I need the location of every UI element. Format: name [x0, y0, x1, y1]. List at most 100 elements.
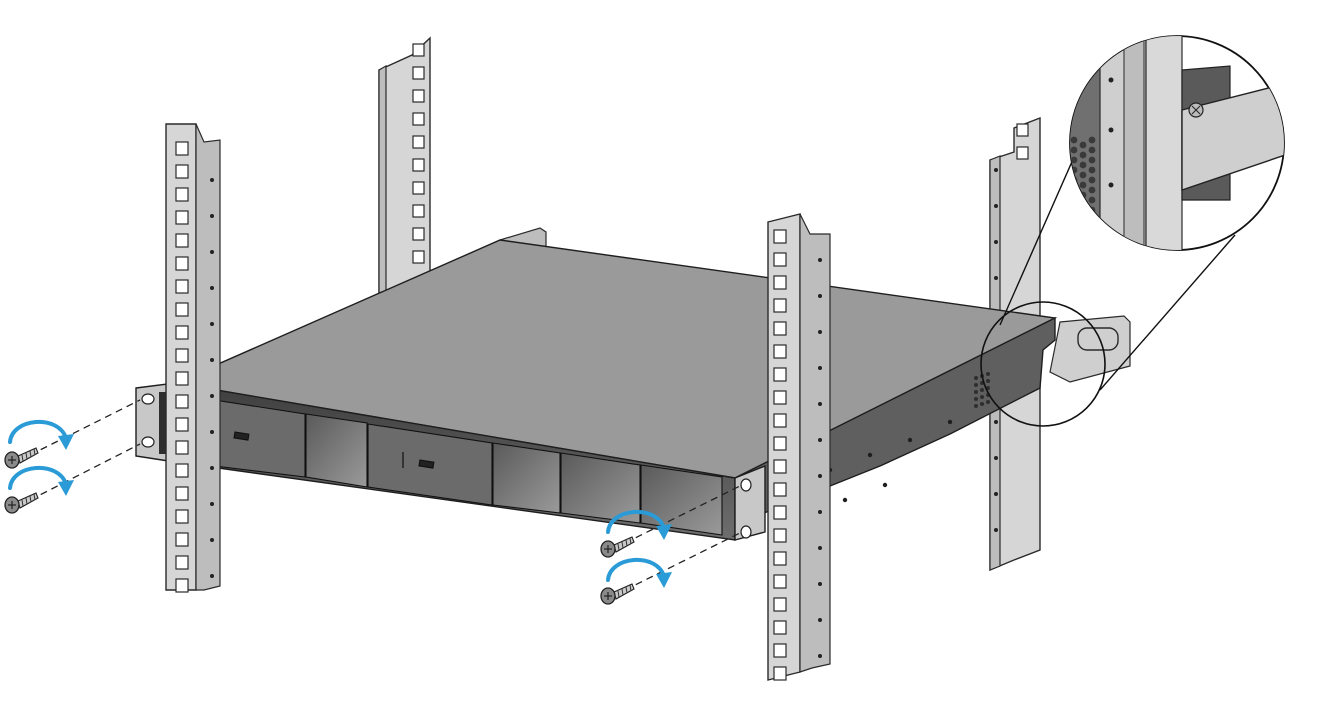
- rail-hole: [773, 643, 787, 658]
- rail-hole: [175, 371, 189, 386]
- rail-hole: [773, 505, 787, 520]
- rail-pin-hole: [818, 402, 822, 406]
- screw-icon: [600, 536, 635, 558]
- rail-side: [799, 213, 831, 673]
- vent-hole: [986, 379, 990, 383]
- screw-shaft: [613, 583, 635, 600]
- screw-shaft: [17, 492, 39, 509]
- rail-pin-hole: [994, 528, 998, 532]
- screw-icon: [4, 447, 39, 469]
- vent-hole: [882, 482, 888, 488]
- rail-hole: [175, 440, 189, 455]
- rail-side: [378, 64, 387, 301]
- rail-hole: [412, 158, 425, 172]
- rail-holes: [412, 43, 425, 264]
- screw-thread: [33, 493, 36, 501]
- screw-guide-lines: [29, 399, 741, 591]
- front-bay-handles: [215, 425, 435, 469]
- rail-hole: [773, 275, 787, 290]
- ear-hole-top-right: [740, 478, 752, 492]
- rail-hole: [412, 89, 425, 103]
- rail-hole: [412, 135, 425, 149]
- rail-hole: [175, 233, 189, 248]
- vent-hole: [980, 402, 984, 406]
- rail-hole: [175, 486, 189, 501]
- arrow-head: [58, 434, 74, 450]
- screw-thread: [621, 541, 624, 549]
- vent-hole: [974, 404, 978, 408]
- rail-hole: [412, 112, 425, 126]
- rail-hole: [773, 367, 787, 382]
- vent-hole: [980, 388, 984, 392]
- screw-thread: [21, 499, 24, 507]
- zoom-vent-hole: [1079, 171, 1087, 179]
- rail-pin-hole: [210, 178, 214, 182]
- arrow-arc: [8, 420, 68, 444]
- rail-hole: [175, 578, 189, 593]
- rear-ear-right: [1049, 315, 1131, 383]
- rail-hole: [412, 66, 425, 80]
- rail-pin-hole: [818, 294, 822, 298]
- rail-pin-hole: [210, 286, 214, 290]
- rail-hole: [175, 141, 189, 156]
- rail-hole: [773, 298, 787, 313]
- front-bay-5: [560, 452, 641, 524]
- rail-hole: [773, 229, 787, 244]
- magnifier-callout: [980, 35, 1285, 427]
- rail-pin-hole: [210, 214, 214, 218]
- zoom-vent-hole: [1070, 136, 1078, 144]
- rail-hole: [412, 181, 425, 195]
- rail-hole: [175, 325, 189, 340]
- rail-pin-hole: [210, 430, 214, 434]
- zoom-vent-hole: [1070, 146, 1078, 154]
- rail-pin-hole: [818, 330, 822, 334]
- rear-ear-slot: [1077, 327, 1119, 351]
- screws: [4, 447, 635, 605]
- screw-thread: [29, 450, 32, 458]
- vent-hole: [974, 390, 978, 394]
- vent-hole: [867, 452, 873, 458]
- rail-hole: [773, 390, 787, 405]
- rail-pin-hole: [994, 240, 998, 244]
- screw-thread: [25, 497, 28, 505]
- rail-hole: [773, 321, 787, 336]
- rail-pin-hole: [818, 546, 822, 550]
- rail-pin-hole: [818, 582, 822, 586]
- rotate-arrow-icon: [606, 510, 672, 540]
- vent-hole: [974, 397, 978, 401]
- screw-thread: [33, 448, 36, 456]
- rail-pin-hole: [994, 420, 998, 424]
- rail-hole: [175, 164, 189, 179]
- rail-pin-hole: [994, 168, 998, 172]
- rail-pin-hole: [818, 438, 822, 442]
- rail-pin-hole: [210, 538, 214, 542]
- vent-hole: [974, 383, 978, 387]
- screw-shaft: [17, 447, 39, 464]
- screw-thread: [629, 537, 632, 545]
- rail-hole: [175, 279, 189, 294]
- front-right-rack-rail: [767, 213, 831, 681]
- vent-hole: [986, 372, 990, 376]
- rail-hole: [175, 555, 189, 570]
- vent-hole: [947, 419, 953, 425]
- rail-pin-hole: [994, 456, 998, 460]
- rail-pin-hole: [210, 322, 214, 326]
- rear-left-rack-rail: [378, 36, 431, 301]
- screw-thread: [617, 590, 620, 598]
- screw-thread: [29, 495, 32, 503]
- arrow-arc: [606, 558, 666, 582]
- arrow-arc: [606, 510, 666, 534]
- vent-hole: [980, 395, 984, 399]
- front-bay-2: [305, 413, 368, 488]
- screw-thread: [617, 543, 620, 551]
- rail-hole: [175, 348, 189, 363]
- rail-hole: [175, 417, 189, 432]
- rail-hole: [773, 620, 787, 635]
- rail-pin-hole: [818, 618, 822, 622]
- rail-side: [195, 123, 221, 591]
- zoom-vent-hole: [1070, 206, 1078, 214]
- rail-pin-hole: [210, 250, 214, 254]
- zoom-vent-hole: [1070, 156, 1078, 164]
- rail-holes: [175, 141, 214, 593]
